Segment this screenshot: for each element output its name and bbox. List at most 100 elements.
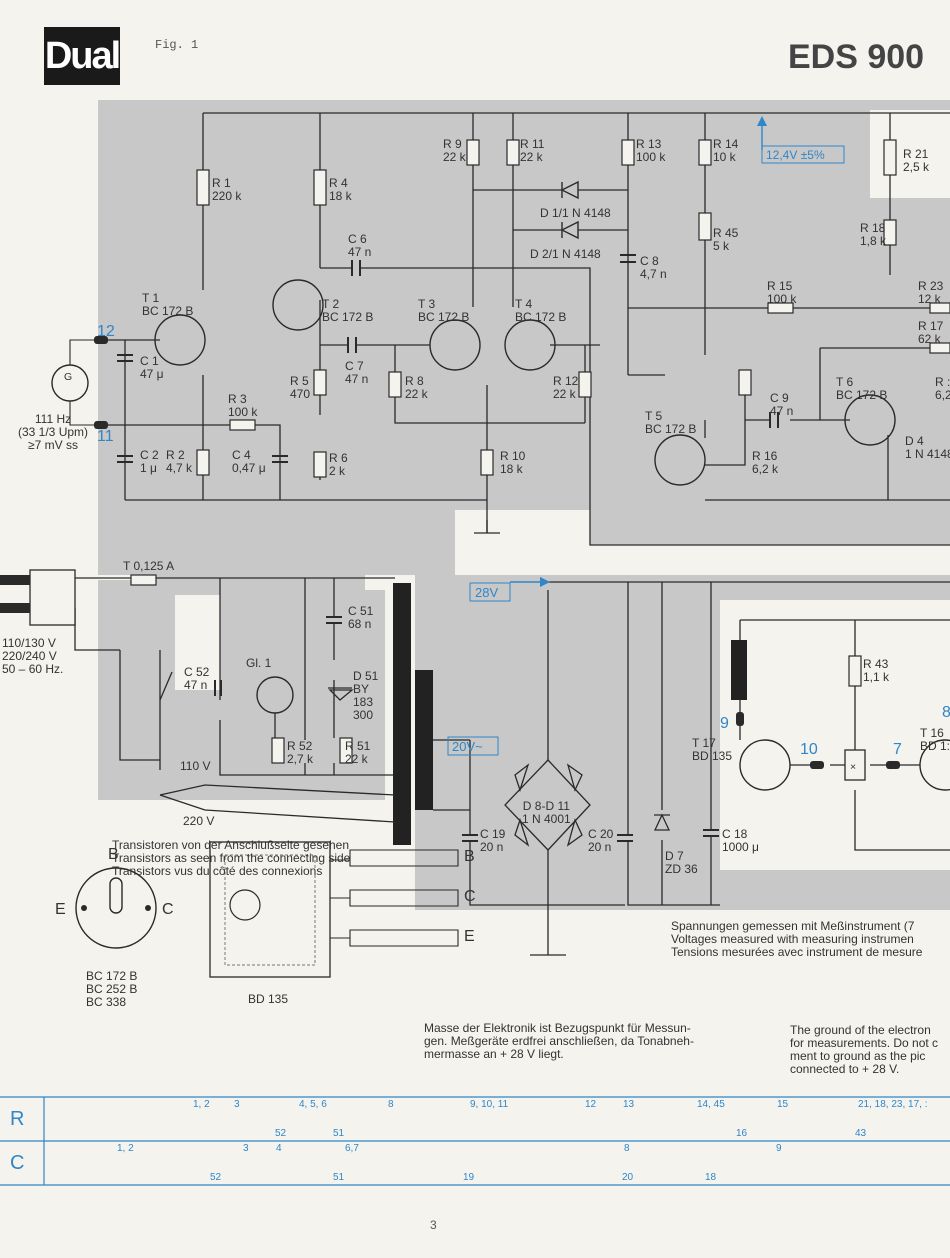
table-c2-a: 52 xyxy=(210,1172,222,1183)
voltage-12-4v: 12,4V ±5% xyxy=(766,148,825,162)
dual-logo: Dual xyxy=(44,27,121,85)
table-c-letter: C xyxy=(10,1152,25,1174)
table-r1-c: 4, 5, 6 xyxy=(299,1099,327,1110)
note-bd-type: BD 135 xyxy=(248,992,289,1006)
table-c1-c: 4 xyxy=(276,1143,282,1154)
table-r2-a: 52 xyxy=(275,1128,287,1139)
table-r1-e: 9, 10, 11 xyxy=(470,1099,509,1110)
table-c2-c: 19 xyxy=(463,1172,475,1183)
diode-symbols xyxy=(560,180,579,240)
table-c2-d: 20 xyxy=(622,1172,634,1183)
bc-package-icon xyxy=(75,867,157,949)
label-d1: D 1/1 N 4148 xyxy=(540,206,611,220)
table-r1-j: 21, 18, 23, 17, : xyxy=(858,1099,928,1110)
connector-9 xyxy=(736,712,744,726)
table-r1-d: 8 xyxy=(388,1099,394,1110)
pin-12: 12 xyxy=(97,323,115,340)
table-c1-a: 1, 2 xyxy=(117,1143,134,1154)
note-voltages: Spannungen gemessen mit Meßinstrument (7… xyxy=(671,919,923,959)
table-c1-d: 6,7 xyxy=(345,1143,359,1154)
table-c2-e: 18 xyxy=(705,1172,717,1183)
table-r2-b: 51 xyxy=(333,1128,345,1139)
table-r1-h: 14, 45 xyxy=(697,1099,725,1110)
pin-e: E xyxy=(55,901,66,918)
g-symbol: G xyxy=(64,371,72,383)
connector-10 xyxy=(810,761,824,769)
bridge-diodes xyxy=(514,763,671,847)
table-r1-i: 15 xyxy=(777,1099,789,1110)
table-r1-f: 12 xyxy=(585,1099,597,1110)
table-c1-b: 3 xyxy=(243,1143,249,1154)
voltage-20v: 20V~ xyxy=(452,739,483,754)
table-c2-b: 51 xyxy=(333,1172,345,1183)
connector-7 xyxy=(886,761,900,769)
table-r2-c: 16 xyxy=(736,1128,748,1139)
label-g-freq: 111 Hz(33 1/3 Upm)≥7 mV ss xyxy=(18,412,89,452)
label-d2: D 2/1 N 4148 xyxy=(530,247,601,261)
bd135-package-icon xyxy=(209,841,331,978)
pin-11: 11 xyxy=(97,428,114,445)
connector-12 xyxy=(94,336,108,344)
pin-7: 7 xyxy=(893,741,902,758)
connector-11 xyxy=(94,421,108,429)
svg-text:×: × xyxy=(850,761,856,773)
pin-b: B xyxy=(108,846,119,863)
capacitor-symbols xyxy=(117,254,779,842)
mains-plug xyxy=(29,569,76,626)
note-ground-de: Masse der Elektronik ist Bezugspunkt für… xyxy=(424,1021,694,1061)
table-r-letter: R xyxy=(10,1108,25,1130)
label-220v: 220 V xyxy=(183,814,215,828)
table-c1-f: 9 xyxy=(776,1143,782,1154)
pin-8: 8 xyxy=(942,704,950,721)
label-110v: 110 V xyxy=(180,759,211,773)
pin-c-bd: C xyxy=(464,888,476,905)
table-c1-e: 8 xyxy=(624,1143,630,1154)
pin-b-bd: B xyxy=(464,848,475,865)
wires-preamp xyxy=(108,112,950,546)
table-r1-b: 3 xyxy=(234,1099,240,1110)
pin-e-bd: E xyxy=(464,928,475,945)
gray-panels xyxy=(98,100,950,910)
